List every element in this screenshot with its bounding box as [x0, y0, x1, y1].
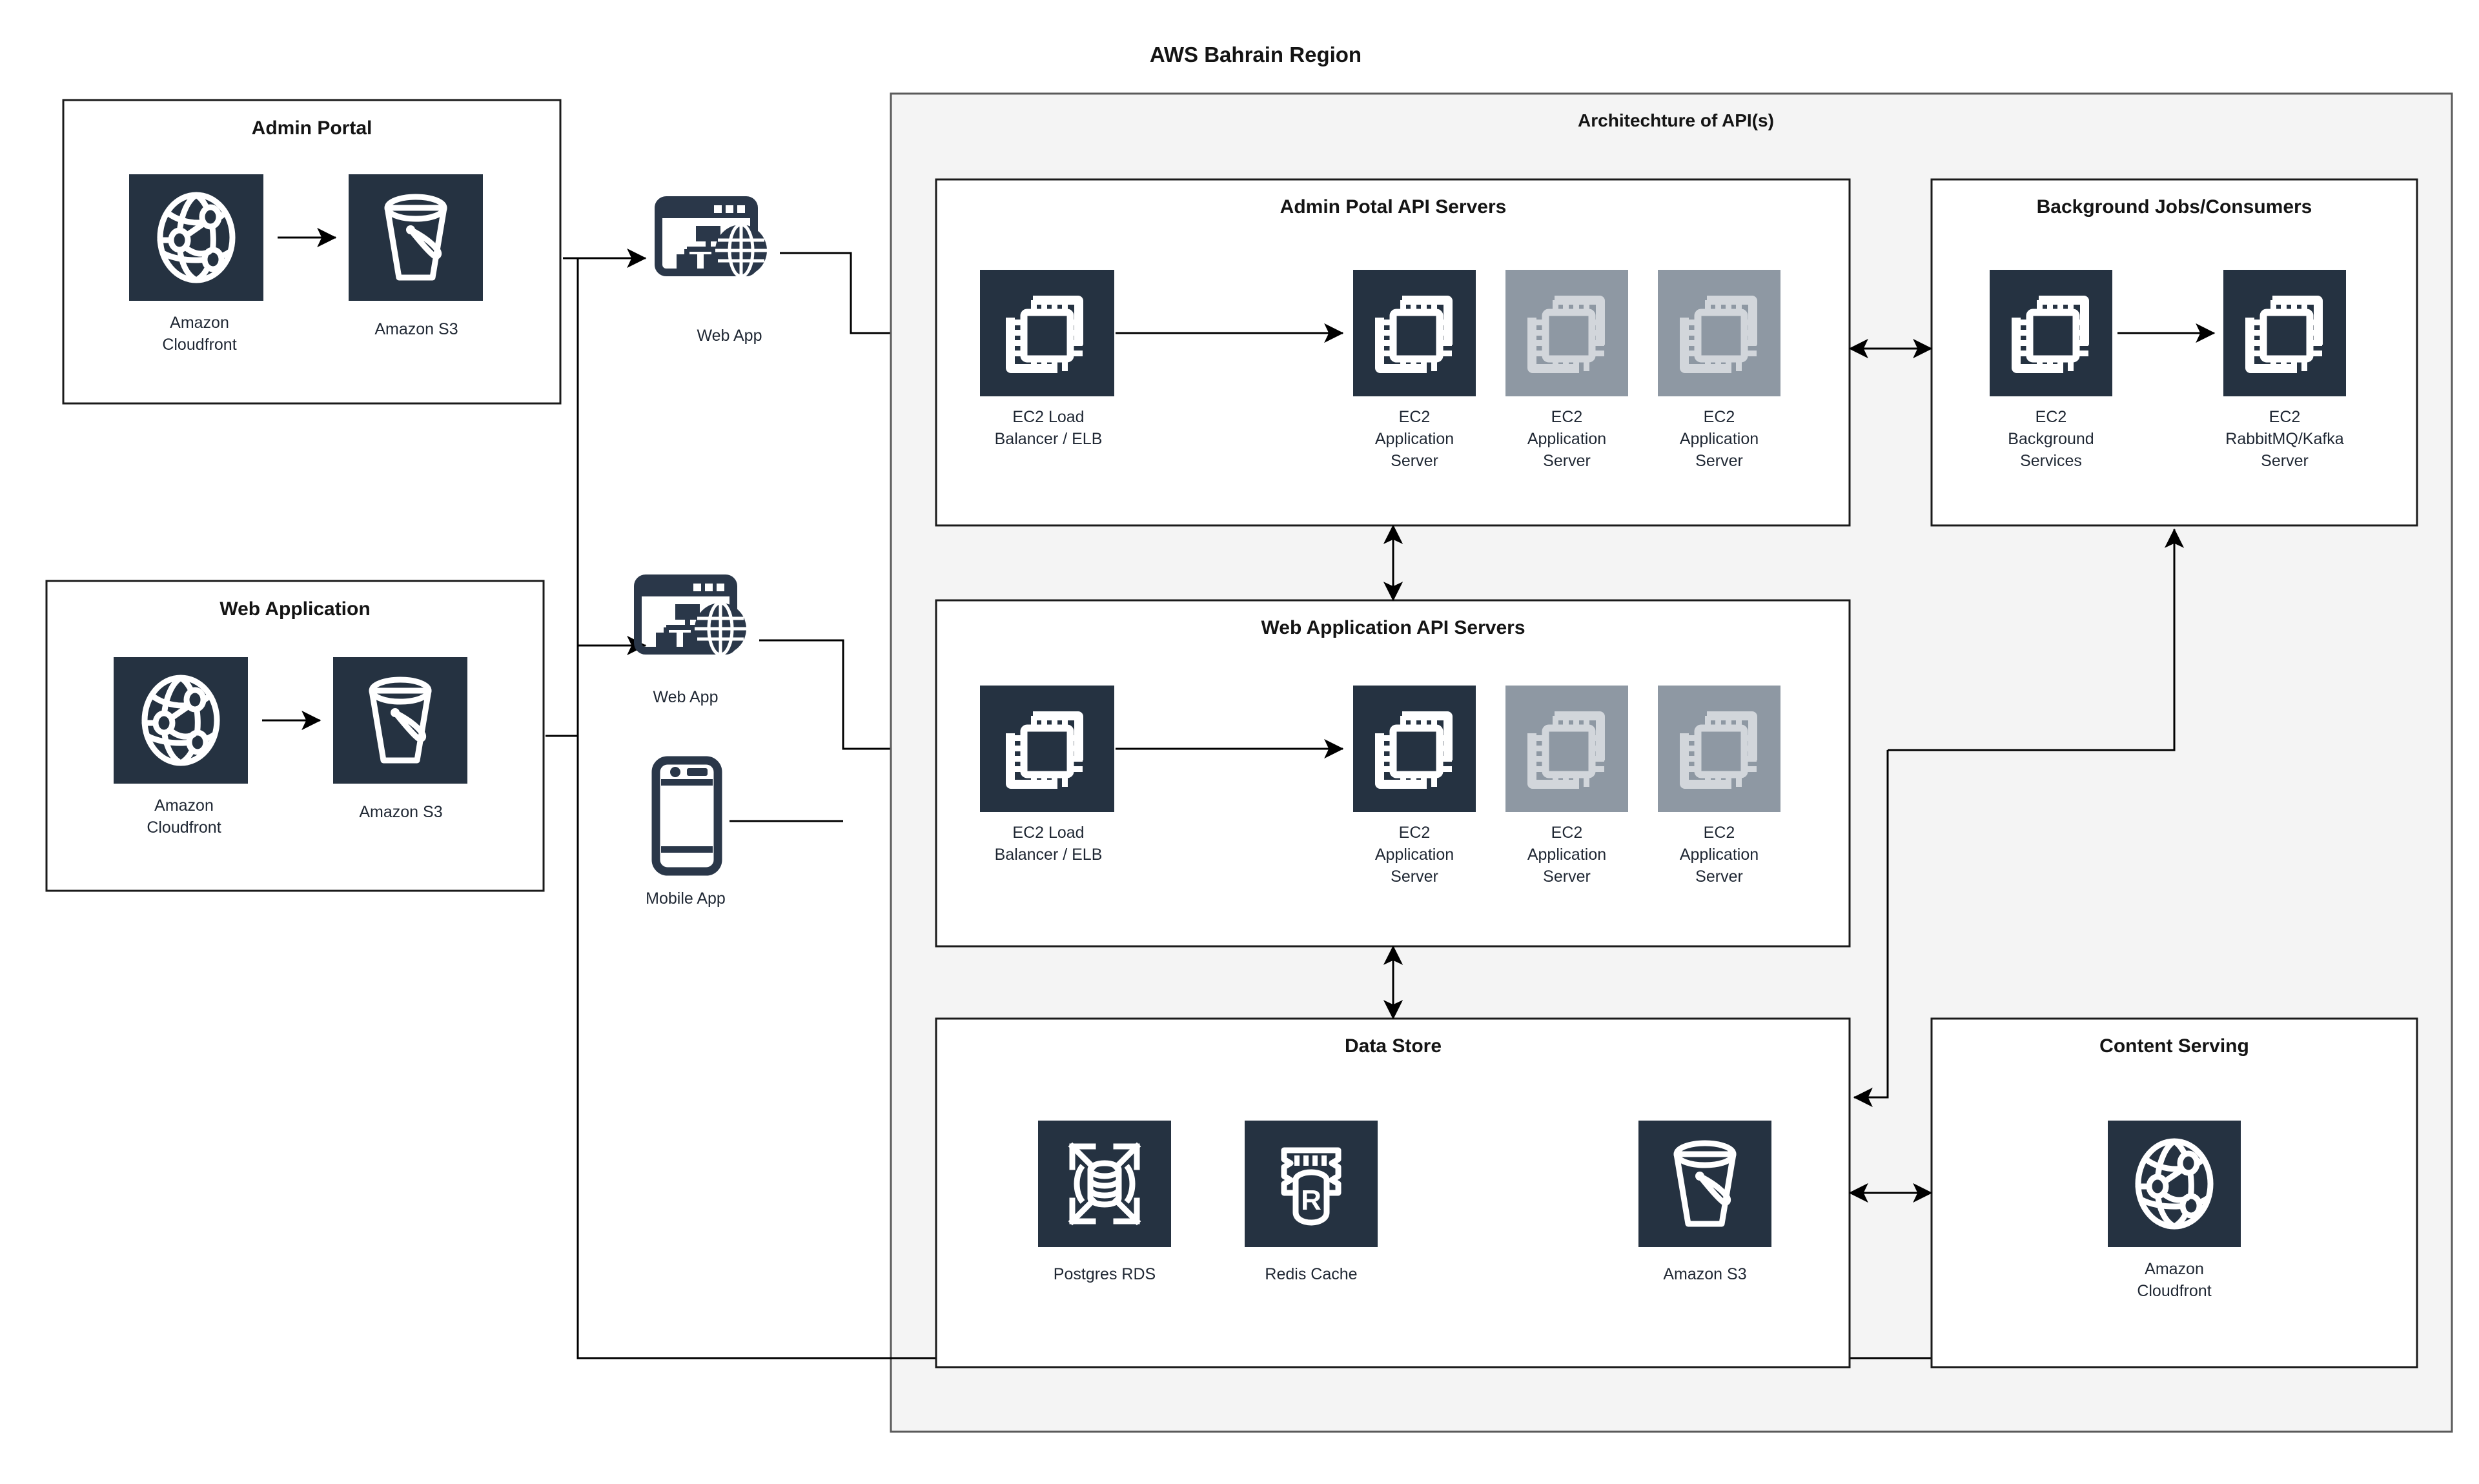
- admin-elb-label-1: EC2 Load: [1012, 408, 1084, 426]
- web-app-3-label-2: Application: [1680, 846, 1759, 864]
- node-web-app-2[interactable]: EC2 Application Server: [1505, 686, 1628, 886]
- node-admin-app-2[interactable]: EC2 Application Server: [1505, 270, 1628, 470]
- node-bg-services[interactable]: EC2 Background Services: [1990, 270, 2112, 470]
- web-app-1-label-2: Application: [1375, 846, 1454, 864]
- web-elb-label-2: Balancer / ELB: [995, 846, 1103, 864]
- client-web-app-admin-label: Web App: [697, 327, 762, 345]
- node-web-app-1[interactable]: EC2 Application Server: [1353, 686, 1476, 886]
- region-subtitle: Architechture of API(s): [1578, 110, 1774, 130]
- admin-app-3-label-2: Application: [1680, 430, 1759, 448]
- content-cloudfront-label-1: Amazon: [2145, 1260, 2204, 1278]
- web-app-3-label-3: Server: [1695, 868, 1743, 886]
- web-app-3-label-1: EC2: [1704, 824, 1735, 842]
- client-web-app-user[interactable]: Web App: [638, 578, 746, 706]
- node-redis-cache[interactable]: Redis Cache: [1245, 1121, 1378, 1283]
- admin-app-3-tile: [1658, 270, 1780, 396]
- web-app-2-label-1: EC2: [1551, 824, 1583, 842]
- admin-app-1-label-2: Application: [1375, 430, 1454, 448]
- region-title: AWS Bahrain Region: [1150, 43, 1362, 66]
- admin-elb-label-2: Balancer / ELB: [995, 430, 1103, 448]
- web-app-1-tile: [1353, 686, 1476, 812]
- group-title-data-store: Data Store: [1345, 1035, 1442, 1057]
- admin-app-2-label-1: EC2: [1551, 408, 1583, 426]
- admin-cloudfront-label-2: Cloudfront: [162, 336, 236, 354]
- admin-s3-label: Amazon S3: [374, 320, 458, 338]
- web-s3-label: Amazon S3: [359, 803, 442, 821]
- web-app-2-label-2: Application: [1527, 846, 1606, 864]
- node-bg-broker[interactable]: EC2 RabbitMQ/Kafka Server: [2223, 270, 2346, 470]
- node-postgres-rds[interactable]: Postgres RDS: [1038, 1121, 1171, 1283]
- web-elb-label-1: EC2 Load: [1012, 824, 1084, 842]
- web-cloudfront-label-2: Cloudfront: [147, 818, 221, 837]
- node-admin-app-3[interactable]: EC2 Application Server: [1658, 270, 1780, 470]
- node-admin-s3[interactable]: Amazon S3: [349, 174, 483, 338]
- postgres-rds-label: Postgres RDS: [1054, 1265, 1156, 1283]
- group-title-web-application: Web Application: [219, 598, 370, 620]
- node-admin-app-1[interactable]: EC2 Application Server: [1353, 270, 1476, 470]
- web-app-1-label-1: EC2: [1399, 824, 1431, 842]
- client-mobile-app[interactable]: Mobile App: [646, 760, 726, 908]
- client-web-app-user-label: Web App: [653, 688, 718, 706]
- mobile-app-icon: [656, 760, 718, 871]
- web-app-2-tile: [1505, 686, 1628, 812]
- web-app-1-label-3: Server: [1391, 868, 1438, 886]
- admin-app-1-label-3: Server: [1391, 452, 1438, 470]
- bg-services-label-1: EC2: [2035, 408, 2067, 426]
- admin-app-2-label-3: Server: [1543, 452, 1591, 470]
- datastore-s3-label: Amazon S3: [1663, 1265, 1746, 1283]
- node-datastore-s3[interactable]: Amazon S3: [1638, 1121, 1771, 1283]
- bg-broker-label-1: EC2: [2269, 408, 2301, 426]
- admin-app-2-label-2: Application: [1527, 430, 1606, 448]
- bg-services-tile: [1990, 270, 2112, 396]
- bg-services-label-3: Services: [2020, 452, 2082, 470]
- admin-app-2-tile: [1505, 270, 1628, 396]
- group-title-admin-portal: Admin Portal: [252, 117, 372, 139]
- node-web-app-3[interactable]: EC2 Application Server: [1658, 686, 1780, 886]
- bg-broker-label-2: RabbitMQ/Kafka: [2225, 430, 2344, 448]
- group-title-background-jobs: Background Jobs/Consumers: [2037, 196, 2312, 218]
- web-app-3-tile: [1658, 686, 1780, 812]
- web-app-icon: [658, 200, 767, 276]
- admin-app-3-label-1: EC2: [1704, 408, 1735, 426]
- admin-app-1-tile: [1353, 270, 1476, 396]
- node-web-elb[interactable]: EC2 Load Balancer / ELB: [980, 686, 1114, 864]
- group-title-web-api-servers: Web Application API Servers: [1261, 617, 1525, 638]
- web-app-2-label-3: Server: [1543, 868, 1591, 886]
- connector-web-api-to-background-jobs: [1888, 528, 2185, 751]
- web-elb-tile: [980, 686, 1114, 812]
- group-title-admin-api-servers: Admin Potal API Servers: [1280, 196, 1507, 218]
- admin-app-3-label-3: Server: [1695, 452, 1743, 470]
- node-web-s3[interactable]: Amazon S3: [333, 657, 467, 821]
- redis-cache-label: Redis Cache: [1265, 1265, 1357, 1283]
- client-mobile-app-label: Mobile App: [646, 889, 726, 908]
- client-web-app-admin[interactable]: Web App: [658, 200, 767, 345]
- bg-services-label-2: Background: [2008, 430, 2094, 448]
- bg-broker-label-3: Server: [2261, 452, 2309, 470]
- web-app-icon: [638, 578, 746, 655]
- web-cloudfront-label-1: Amazon: [154, 797, 214, 815]
- group-title-content-serving: Content Serving: [2099, 1035, 2249, 1057]
- bg-broker-tile: [2223, 270, 2346, 396]
- connector-web-api-to-data-store-right: [1853, 750, 1889, 1108]
- node-content-cloudfront[interactable]: Amazon Cloudfront: [2108, 1121, 2241, 1300]
- admin-cloudfront-label-1: Amazon: [170, 314, 229, 332]
- node-admin-cloudfront[interactable]: Amazon Cloudfront: [129, 174, 263, 354]
- admin-app-1-label-1: EC2: [1399, 408, 1431, 426]
- admin-elb-tile: [980, 270, 1114, 396]
- content-cloudfront-label-2: Cloudfront: [2137, 1282, 2211, 1300]
- node-admin-elb[interactable]: EC2 Load Balancer / ELB: [980, 270, 1114, 448]
- node-web-cloudfront[interactable]: Amazon Cloudfront: [114, 657, 248, 837]
